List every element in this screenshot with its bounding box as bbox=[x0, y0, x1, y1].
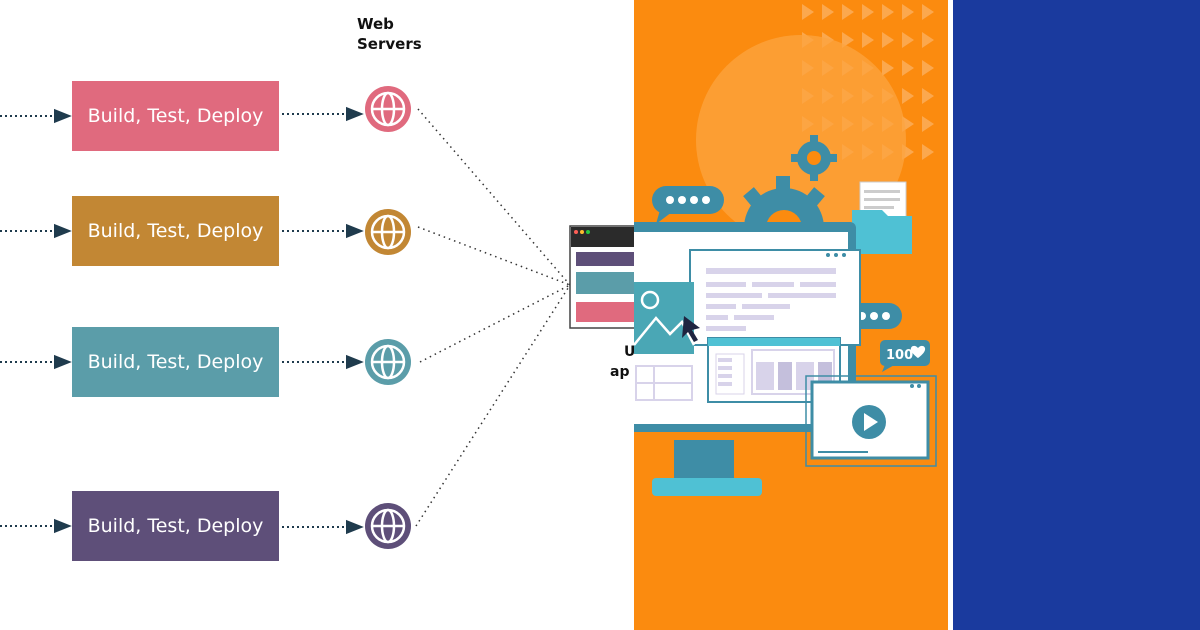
globe-icon bbox=[365, 339, 411, 385]
build-test-deploy-box: Build, Test, Deploy bbox=[72, 81, 279, 151]
panel-divider bbox=[948, 0, 953, 630]
content-window bbox=[689, 249, 861, 346]
play-icon bbox=[805, 375, 937, 467]
server-to-app-line-1 bbox=[417, 108, 571, 286]
server-to-app-line-2 bbox=[417, 226, 571, 286]
build-test-deploy-box: Build, Test, Deploy bbox=[72, 327, 279, 397]
data-window bbox=[707, 337, 841, 403]
server-to-app-line-4 bbox=[415, 284, 571, 527]
blue-side-panel bbox=[953, 0, 1200, 630]
build-test-deploy-box: Build, Test, Deploy bbox=[72, 196, 279, 266]
globe-icon bbox=[365, 503, 411, 549]
web-development-illustration: 100 bbox=[634, 0, 948, 630]
like-count: 100 bbox=[886, 348, 913, 363]
chat-bubble-icon bbox=[652, 186, 724, 224]
user-application-label-2: ap bbox=[610, 364, 630, 380]
wireframe-card bbox=[635, 365, 693, 401]
gear-icon bbox=[791, 135, 837, 181]
folder-icon bbox=[852, 181, 912, 254]
user-application-label: U bbox=[624, 344, 636, 360]
server-to-app-line-3 bbox=[419, 284, 571, 363]
web-servers-label: Web Servers bbox=[357, 15, 422, 53]
illustration-svg: 100 bbox=[634, 4, 937, 496]
cursor-icon bbox=[682, 316, 700, 342]
heart-icon: 100 bbox=[880, 340, 930, 372]
globe-icon bbox=[365, 209, 411, 255]
globe-icon bbox=[365, 86, 411, 132]
build-test-deploy-box: Build, Test, Deploy bbox=[72, 491, 279, 561]
